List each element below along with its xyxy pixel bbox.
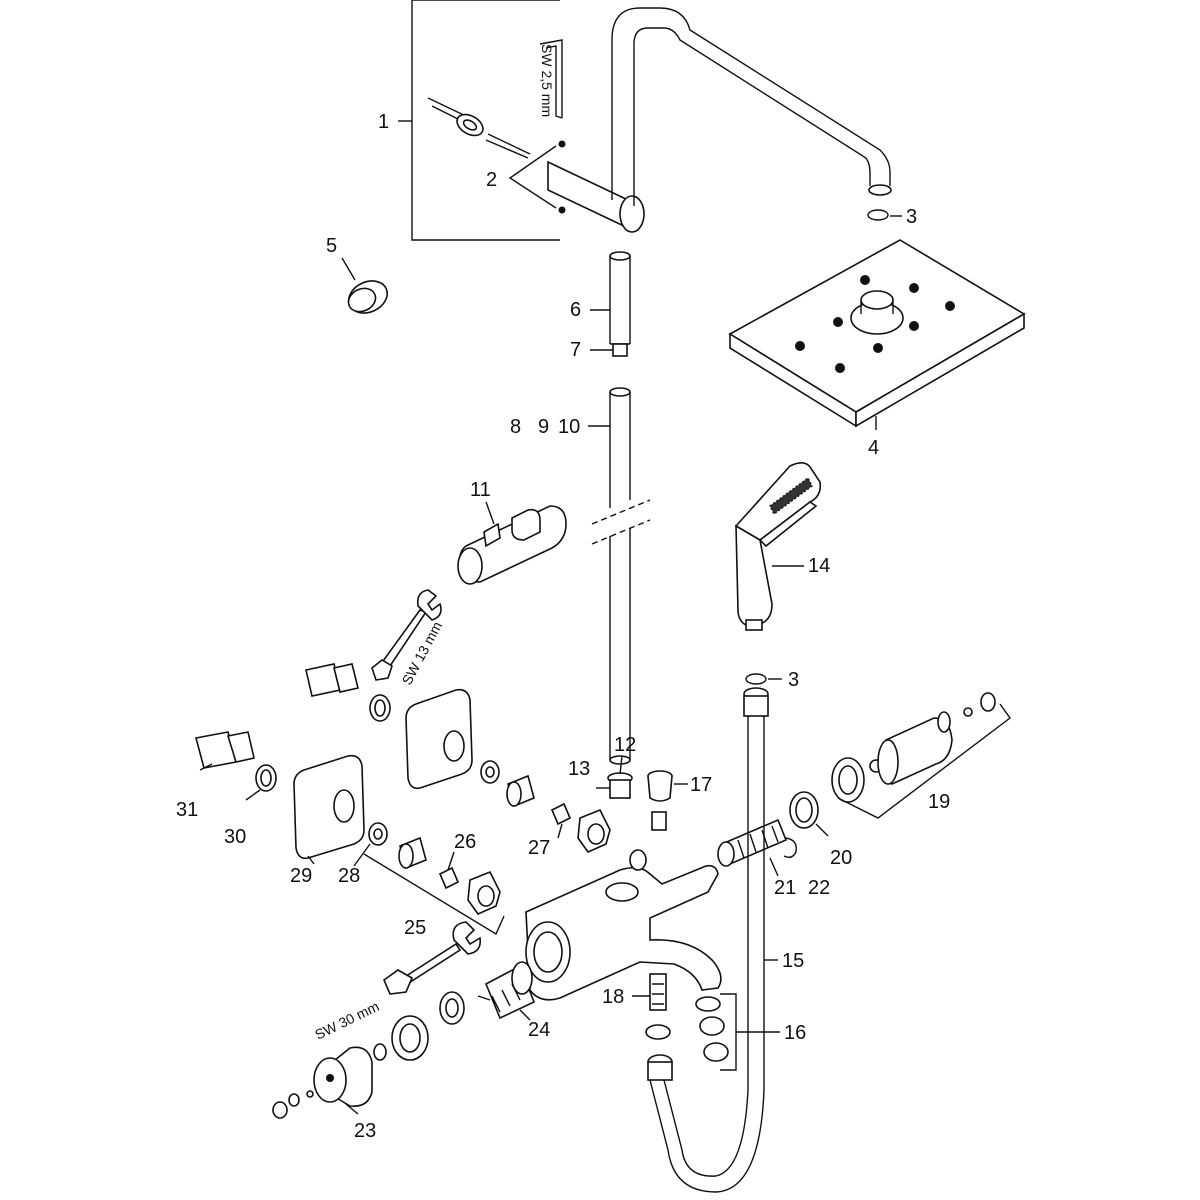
set-screw-icon — [558, 206, 566, 214]
escutcheon-29 — [293, 754, 365, 865]
escutcheon-upper — [405, 688, 473, 790]
wrench-13-icon — [371, 589, 442, 681]
leader-2 — [508, 145, 557, 209]
riser-rail — [588, 387, 651, 765]
label-21: 21 — [774, 877, 796, 899]
hex-key-icon — [539, 39, 563, 118]
label-20: 20 — [830, 847, 852, 869]
leader-30 — [245, 789, 261, 801]
washer-3-top — [867, 209, 889, 221]
extension-6 — [590, 251, 631, 357]
diverter-18 — [632, 973, 673, 1081]
label-28: 28 — [338, 865, 360, 887]
group-bracket-line — [411, 0, 560, 241]
label-15: 15 — [782, 950, 804, 972]
leader-29 — [307, 855, 315, 865]
tool-label-wrench-30: SW 30 mm — [312, 998, 381, 1043]
nut-5 — [341, 257, 389, 314]
label-17: 17 — [690, 774, 712, 796]
leader-28 — [353, 843, 371, 867]
hand-shower-14 — [734, 462, 822, 631]
label-25: 25 — [404, 917, 426, 939]
leader-20 — [815, 823, 829, 837]
label-1: 1 — [378, 111, 389, 133]
leader-19-bracket — [837, 703, 1011, 819]
thermostat-body — [525, 849, 722, 1001]
label-24: 24 — [528, 1019, 550, 1041]
set-screw-icon — [558, 140, 566, 148]
label-27: 27 — [528, 837, 550, 859]
label-16: 16 — [784, 1022, 806, 1044]
leader-27 — [557, 823, 563, 839]
hose-15 — [649, 687, 778, 1193]
handle-23 — [272, 1015, 429, 1119]
aerator-group-16 — [695, 993, 780, 1071]
label-26: 26 — [454, 831, 476, 853]
wrench-30-icon — [383, 921, 482, 995]
label-22: 22 — [808, 877, 830, 899]
label-2: 2 — [486, 169, 497, 191]
label-11: 11 — [470, 479, 491, 501]
nipple-12-13 — [596, 755, 633, 799]
label-3-top: 3 — [906, 206, 917, 228]
fitting-group-25 — [353, 822, 505, 936]
leader-5 — [341, 257, 356, 281]
label-23: 23 — [354, 1120, 376, 1142]
label-6: 6 — [570, 299, 581, 321]
leader-11 — [485, 501, 495, 525]
wall-bracket — [547, 160, 645, 233]
cartridge-21-22 — [717, 818, 797, 877]
label-18: 18 — [602, 986, 624, 1008]
connector-set-lower — [195, 731, 277, 801]
label-4: 4 — [868, 437, 879, 459]
leader-12 — [619, 755, 623, 775]
label-19: 19 — [928, 791, 950, 813]
label-7: 7 — [570, 339, 581, 361]
cartridge-24 — [439, 961, 536, 1025]
label-12: 12 — [614, 734, 636, 756]
leader-26 — [447, 851, 455, 871]
overhead-shower-4 — [728, 239, 1026, 430]
leader-25-bracket — [363, 853, 505, 936]
leader-21-22 — [769, 857, 779, 877]
handle-group-19 — [789, 692, 1011, 837]
tool-label-hex-key: SW 2,5 mm — [539, 44, 555, 117]
label-13: 13 — [568, 758, 590, 780]
label-29: 29 — [290, 865, 312, 887]
label-30: 30 — [224, 826, 246, 848]
leader-31 — [199, 763, 213, 771]
label-8: 8 — [510, 416, 521, 438]
label-9: 9 — [538, 416, 549, 438]
leader-23 — [345, 1103, 359, 1115]
shower-arm — [611, 7, 892, 206]
cap-17 — [647, 770, 688, 831]
label-31: 31 — [176, 799, 198, 821]
wall-anchor-icon — [427, 97, 531, 159]
label-3-lower: 3 — [788, 669, 799, 691]
label-5: 5 — [326, 235, 337, 257]
connector-set-upper — [305, 663, 391, 722]
bracket-group-1 — [398, 0, 645, 241]
slider-11 — [457, 501, 567, 585]
label-10: 10 — [558, 416, 580, 438]
washer-3-lower — [745, 673, 767, 685]
leader-24 — [519, 1009, 531, 1021]
label-14: 14 — [808, 555, 830, 577]
fitting-group-27 — [480, 760, 611, 853]
